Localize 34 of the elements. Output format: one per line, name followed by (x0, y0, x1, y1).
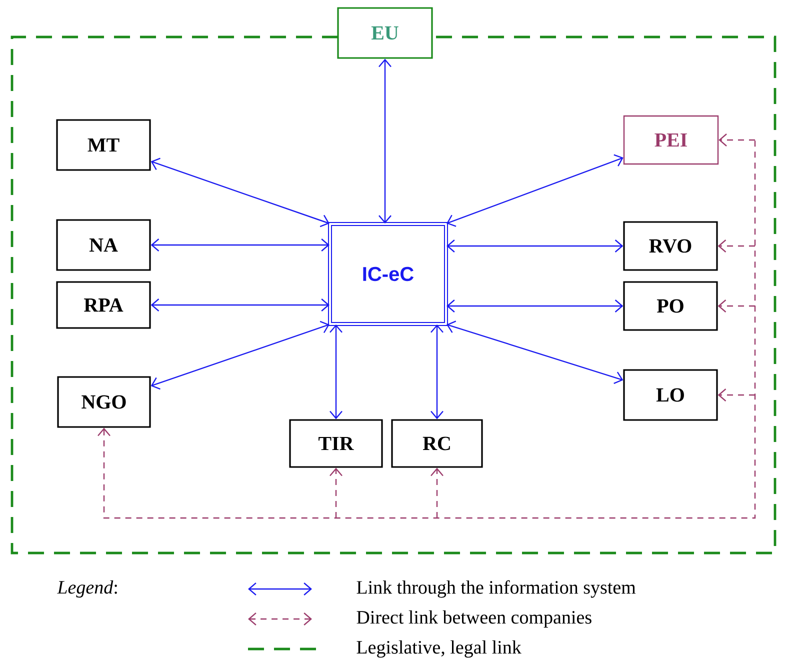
arrow (150, 298, 330, 312)
entity-box: LO (623, 369, 718, 421)
legend-text: Link through the information system (356, 580, 636, 598)
arrow-branch (718, 134, 755, 146)
arrow (430, 324, 444, 420)
legend-title: Legend: (56, 580, 117, 598)
entity-box: RVO (623, 221, 718, 271)
arrow-branch (718, 388, 755, 402)
entity-box: PO (623, 281, 718, 331)
entity-box: TIR (289, 419, 383, 468)
entity-box: PEI (623, 115, 719, 165)
arrow (446, 240, 624, 252)
arrow (446, 154, 624, 227)
entity-box: RPA (56, 281, 151, 329)
arrow-branch (430, 468, 444, 518)
arrow (378, 58, 392, 224)
arrow-branch (718, 240, 755, 252)
legend-text: Legislative, legal link (356, 640, 522, 658)
entity-box: NGO (57, 376, 151, 428)
entity-box: NA (56, 219, 151, 271)
arrow (446, 320, 624, 384)
arrow (150, 320, 330, 390)
entity-box: EU (337, 7, 433, 59)
arrow (150, 158, 330, 228)
hub-box: IC-eC (328, 222, 448, 326)
arrow (446, 300, 624, 312)
entity-box: RC (391, 419, 483, 468)
entity-box: MT (56, 119, 151, 171)
arrow (150, 238, 330, 252)
arrow-branch (330, 468, 342, 518)
arrow (98, 140, 756, 519)
legend-text: Direct link between companies (356, 610, 592, 628)
arrow-branch (718, 300, 755, 312)
arrow (330, 324, 342, 420)
